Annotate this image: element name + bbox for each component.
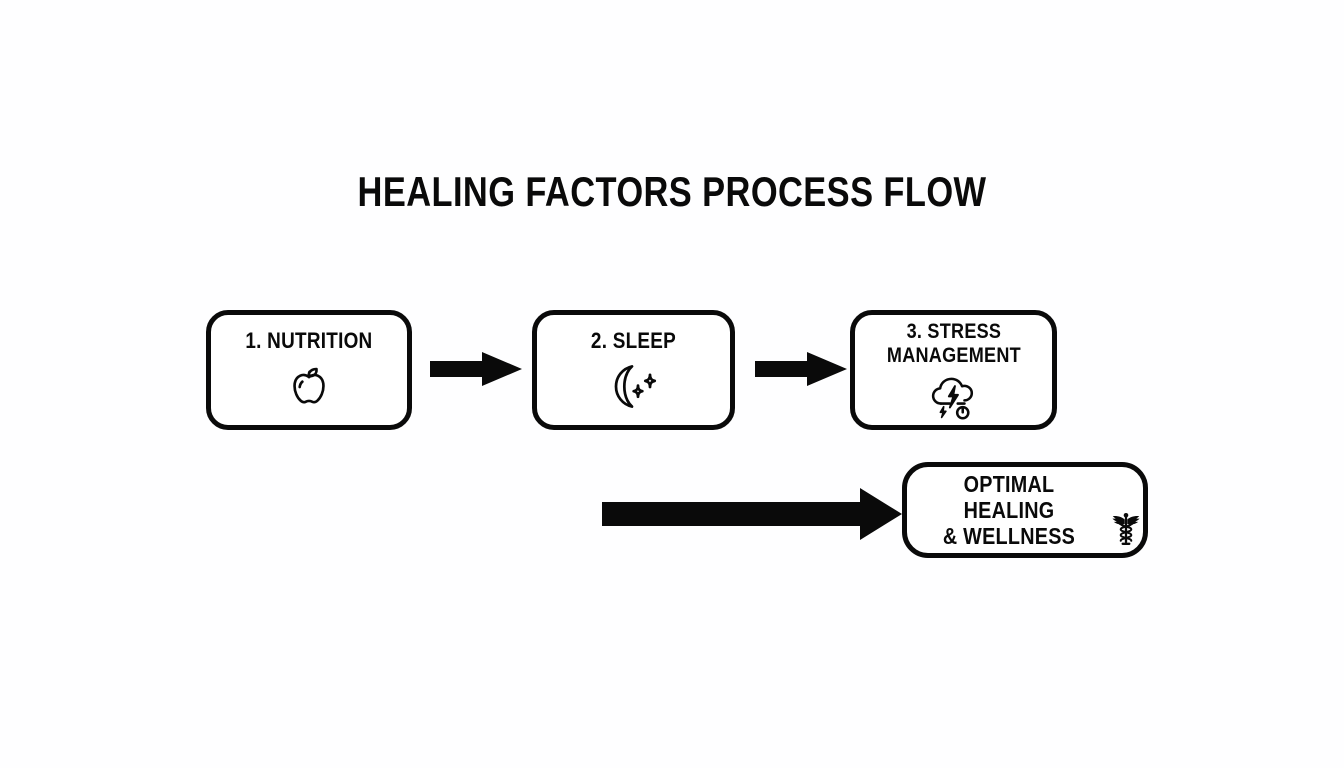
page-title: HEALING FACTORS PROCESS FLOW [357,168,987,215]
node-label-nutrition: 1. NUTRITION [245,328,373,354]
process-node-stress-management[interactable]: 3. STRESS MANAGEMENT [850,310,1057,430]
caduceus-icon [1109,510,1143,548]
node-label-optimal-healing-wellness: OPTIMAL HEALING & WELLNESS [942,470,1076,550]
right-arrow-icon-1 [430,352,522,386]
crescent-moon-stars-icon [606,361,662,411]
right-arrow-icon-2 [755,352,847,386]
storm-cloud-lightning-icon [927,372,981,420]
long-right-arrow-icon [602,488,902,540]
node-label-sleep: 2. SLEEP [590,328,677,354]
process-node-optimal-healing-wellness[interactable]: OPTIMAL HEALING & WELLNESS [902,462,1148,558]
node-label-stress-management: 3. STRESS MANAGEMENT [886,320,1021,367]
process-node-nutrition[interactable]: 1. NUTRITION [206,310,412,430]
apple-icon [284,361,334,411]
process-node-sleep[interactable]: 2. SLEEP [532,310,735,430]
